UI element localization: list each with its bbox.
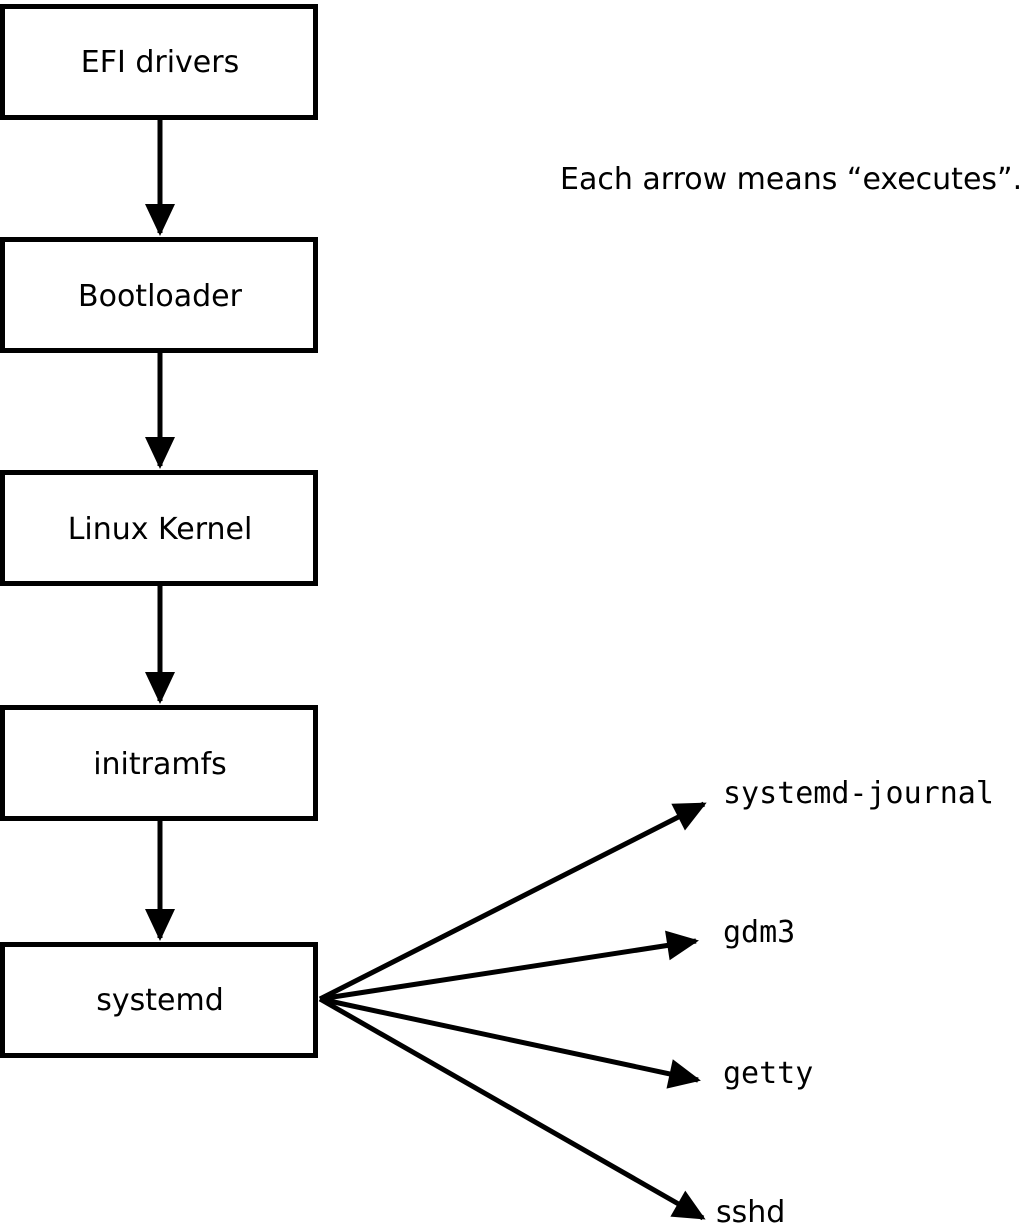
node-initramfs (0, 705, 318, 821)
arrow-systemd-to-sshd (318, 996, 706, 1221)
node-systemd (0, 942, 318, 1058)
label-getty: getty (723, 1056, 813, 1091)
node-bootloader-label: Bootloader (78, 279, 243, 314)
label-systemd-journal: systemd-journal (723, 776, 994, 811)
node-initramfs-label: initramfs (93, 747, 227, 782)
node-systemd-label: systemd (96, 983, 224, 1018)
node-bootloader (0, 237, 318, 353)
label-sshd: sshd (716, 1195, 785, 1230)
node-efi-drivers-label: EFI drivers (81, 45, 239, 80)
label-gdm3: gdm3 (723, 915, 795, 950)
diagram-caption: Each arrow means “executes”. (560, 162, 1022, 197)
node-efi-drivers (0, 4, 318, 120)
node-linux-kernel (0, 470, 318, 586)
arrow-systemd-to-getty (319, 996, 701, 1089)
arrow-systemd-to-systemd-journal (318, 801, 707, 1002)
arrow-systemd-to-gdm3 (319, 930, 699, 1002)
node-linux-kernel-label: Linux Kernel (68, 512, 253, 547)
